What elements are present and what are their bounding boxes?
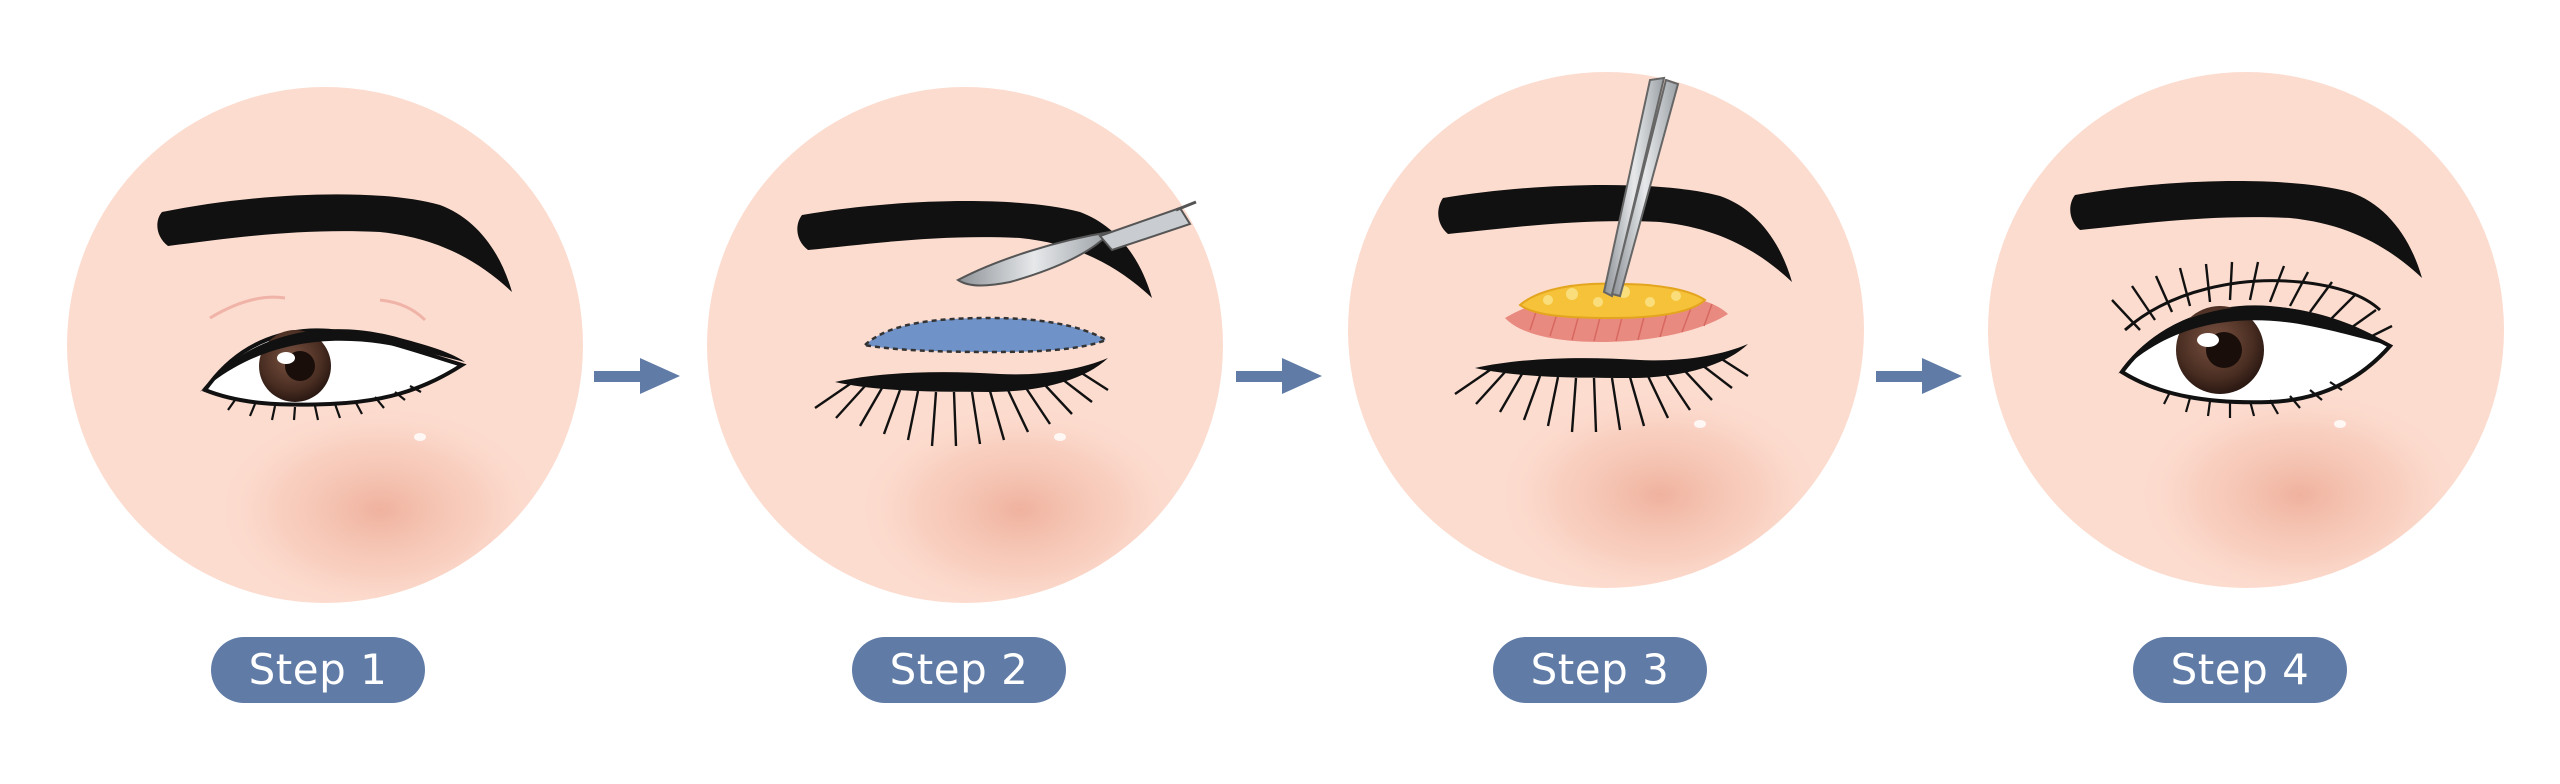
lower-lashes xyxy=(2163,381,2343,418)
eye-highlight xyxy=(277,352,295,364)
skin-highlight xyxy=(414,433,426,441)
scalpel-icon xyxy=(956,200,1197,287)
arrow-icon xyxy=(1876,358,1962,394)
eyebrow-icon xyxy=(1438,184,1792,282)
incision-marking xyxy=(862,316,1109,354)
forceps-icon xyxy=(1602,76,1680,298)
step-3-label: Step 3 xyxy=(1493,637,1707,703)
arrow-icon xyxy=(594,358,680,394)
lower-lashes xyxy=(1454,356,1749,433)
closed-eye-lid xyxy=(835,358,1108,392)
fat-texture xyxy=(1543,286,1681,307)
eyebrow-icon xyxy=(157,194,513,292)
double-eyelid-crease xyxy=(2124,279,2382,332)
skin-highlight xyxy=(1054,433,1066,441)
step-1-label: Step 1 xyxy=(211,637,425,703)
eyebrow-icon xyxy=(2070,181,2422,278)
step-1-illustration xyxy=(67,87,583,603)
crease-line xyxy=(379,298,427,322)
step-2-illustration xyxy=(707,87,1223,603)
closed-eye-lid xyxy=(1475,344,1748,378)
upper-lash-line xyxy=(200,329,465,392)
fat-tissue xyxy=(1518,282,1707,320)
crease-line xyxy=(209,295,286,320)
arrow-icon xyxy=(1236,358,1322,394)
cheek-blush xyxy=(850,400,1190,603)
step-4-illustration xyxy=(1988,72,2504,588)
skin-highlight xyxy=(1694,420,1706,428)
step-3-illustration xyxy=(1348,72,1864,588)
cheek-blush xyxy=(210,400,550,603)
eye-highlight xyxy=(2197,333,2219,347)
eyebrow-icon xyxy=(797,201,1152,298)
lower-lashes xyxy=(227,385,422,421)
step-2-label: Step 2 xyxy=(852,637,1066,703)
cheek-blush xyxy=(1490,385,1830,588)
lower-lashes xyxy=(814,370,1109,447)
cheek-blush xyxy=(2130,385,2470,588)
skin-highlight xyxy=(2334,420,2346,428)
step-4-label: Step 4 xyxy=(2133,637,2347,703)
upper-lash-line xyxy=(2118,306,2392,374)
